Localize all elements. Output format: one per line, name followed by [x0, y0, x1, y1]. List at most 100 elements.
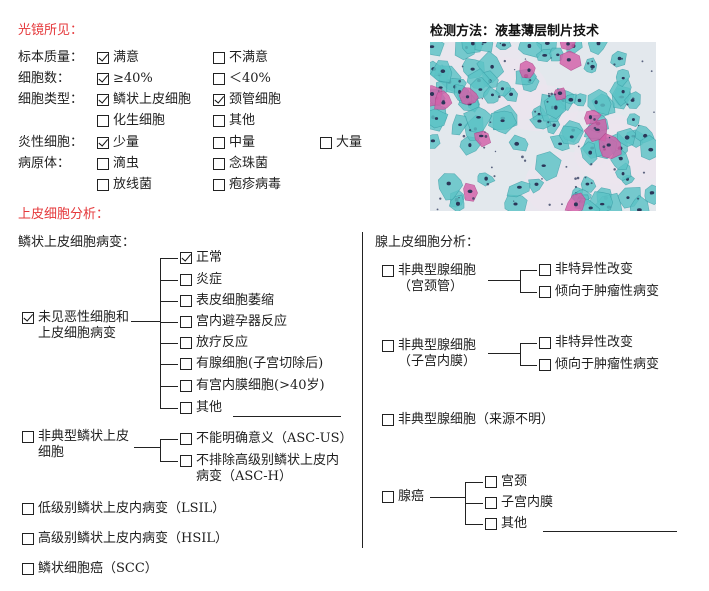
checkbox-cell-count-high[interactable]	[97, 73, 109, 85]
checkbox-herpes[interactable]	[213, 179, 225, 191]
bracket-line	[465, 482, 483, 483]
checkbox-lsil[interactable]	[22, 503, 34, 515]
checkbox-asc-us[interactable]	[180, 433, 192, 445]
inflammatory-cell	[618, 156, 620, 159]
label-line: （子宫内膜）	[398, 353, 477, 369]
cell-nucleus	[569, 135, 574, 139]
squamous-cell	[558, 125, 584, 145]
checkbox-agc-endometrial[interactable]	[382, 340, 394, 352]
other-fill-in-line[interactable]	[543, 531, 677, 532]
option-asc: 非典型鳞状上皮 细胞	[22, 429, 129, 460]
cell-nucleus	[566, 42, 570, 46]
checkbox-glandular-post-hysterectomy[interactable]	[180, 358, 192, 370]
checkbox-nilm-other[interactable]	[180, 402, 192, 414]
checkbox-scc[interactable]	[22, 563, 34, 575]
inflammatory-cell	[620, 148, 623, 150]
cell-nucleus	[465, 95, 470, 99]
inflammatory-cell	[484, 135, 488, 138]
option-inflammation-few: 少量	[97, 135, 139, 151]
inflammatory-cell	[483, 146, 486, 149]
checkbox-asc-h[interactable]	[180, 455, 192, 467]
label-line: 非典型腺细胞	[398, 263, 477, 278]
checkbox-agc-ec-neoplastic[interactable]	[539, 286, 551, 298]
option-label: 其他	[229, 113, 256, 128]
inflammatory-cell	[653, 111, 655, 113]
option-trichomonas: 滴虫	[97, 156, 139, 172]
checkbox-atrophy[interactable]	[180, 295, 192, 307]
checkbox-specimen-satisfactory[interactable]	[97, 52, 109, 64]
method-label: 检测方法：液基薄层制片技术	[430, 24, 600, 39]
checkbox-endometrial-cells[interactable]	[180, 380, 192, 392]
squamous-cell	[518, 42, 542, 58]
checkbox-endocervical-cells[interactable]	[213, 94, 225, 106]
inflammatory-cell	[541, 177, 543, 180]
checkbox-inflammation[interactable]	[180, 274, 192, 286]
option-label: 颈管细胞	[229, 92, 282, 107]
checkbox-normal[interactable]	[180, 252, 192, 264]
option-label: 大量	[336, 135, 363, 150]
checkbox-agc-ec-nos[interactable]	[539, 264, 551, 276]
option-squamous-cells: 鳞状上皮细胞	[97, 92, 191, 108]
cell-nucleus	[455, 201, 460, 206]
specimen-quality-label: 标本质量：	[18, 50, 84, 65]
checkbox-agc-endocervical[interactable]	[382, 265, 394, 277]
checkbox-radiation-reaction[interactable]	[180, 337, 192, 349]
bracket-line	[160, 258, 161, 408]
checkbox-adeno-other[interactable]	[485, 518, 497, 530]
checkbox-metaplastic-cells[interactable]	[97, 115, 109, 127]
checkbox-hsil[interactable]	[22, 533, 34, 545]
bracket-line	[134, 447, 160, 448]
cell-nucleus	[440, 69, 446, 73]
inflammatory-cell	[458, 79, 462, 83]
option-label: 其他	[501, 516, 528, 531]
checkbox-squamous-cells[interactable]	[97, 94, 109, 106]
inflammatory-cell	[498, 95, 501, 99]
cell-nucleus	[596, 42, 601, 46]
cell-nucleus	[430, 91, 435, 96]
squamous-cell	[587, 88, 612, 116]
other-fill-in-line[interactable]	[233, 416, 341, 417]
pink-cell	[584, 109, 602, 125]
label-line: 上皮细胞病变	[38, 325, 117, 341]
option-label: 少量	[113, 135, 140, 150]
bracket-line	[160, 408, 178, 409]
checkbox-adeno-cervical[interactable]	[485, 476, 497, 488]
checkbox-asc[interactable]	[22, 431, 34, 443]
checkbox-inflammation-heavy[interactable]	[320, 137, 332, 149]
inflammatory-cell	[608, 136, 611, 139]
option-label: 正常	[196, 250, 223, 265]
option-agc-endocervical: 非典型腺细胞 （宫颈管）	[382, 263, 476, 294]
checkbox-specimen-unsatisfactory[interactable]	[213, 52, 225, 64]
checkbox-agc-unknown[interactable]	[382, 414, 394, 426]
pathogens-label: 病原体：	[18, 156, 71, 171]
option-label: 疱疹病毒	[229, 177, 282, 192]
cell-nucleus	[527, 43, 532, 49]
label-line: 非典型鳞状上皮	[38, 429, 130, 444]
checkbox-adeno-endometrial[interactable]	[485, 497, 497, 509]
checkbox-agc-em-neoplastic[interactable]	[539, 359, 551, 371]
option-asc-us: 不能明确意义（ASC-US）	[180, 431, 353, 447]
squamous-cell	[488, 110, 518, 135]
squamous-cell	[639, 134, 656, 161]
option-adeno-endometrial: 子宫内膜	[485, 495, 553, 511]
checkbox-cell-type-other[interactable]	[213, 115, 225, 127]
pink-cell	[564, 192, 586, 211]
bracket-line	[160, 386, 178, 387]
inflammatory-cell	[481, 98, 483, 100]
inflammatory-cell	[493, 175, 496, 178]
checkbox-actinomyces[interactable]	[97, 179, 109, 191]
checkbox-candida[interactable]	[213, 158, 225, 170]
checkbox-adenocarcinoma[interactable]	[382, 491, 394, 503]
checkbox-inflammation-moderate[interactable]	[213, 137, 225, 149]
checkbox-iud-reaction[interactable]	[180, 316, 192, 328]
checkbox-agc-em-nos[interactable]	[539, 337, 551, 349]
option-herpes: 疱疹病毒	[213, 177, 281, 193]
checkbox-trichomonas[interactable]	[97, 158, 109, 170]
checkbox-inflammation-few[interactable]	[97, 137, 109, 149]
cell-nucleus	[566, 58, 571, 62]
checkbox-cell-count-low[interactable]	[213, 73, 225, 85]
option-label: 放线菌	[113, 177, 153, 192]
squamous-cell	[535, 151, 562, 182]
checkbox-nilm[interactable]	[22, 312, 34, 324]
inflammatory-cell	[499, 42, 502, 45]
